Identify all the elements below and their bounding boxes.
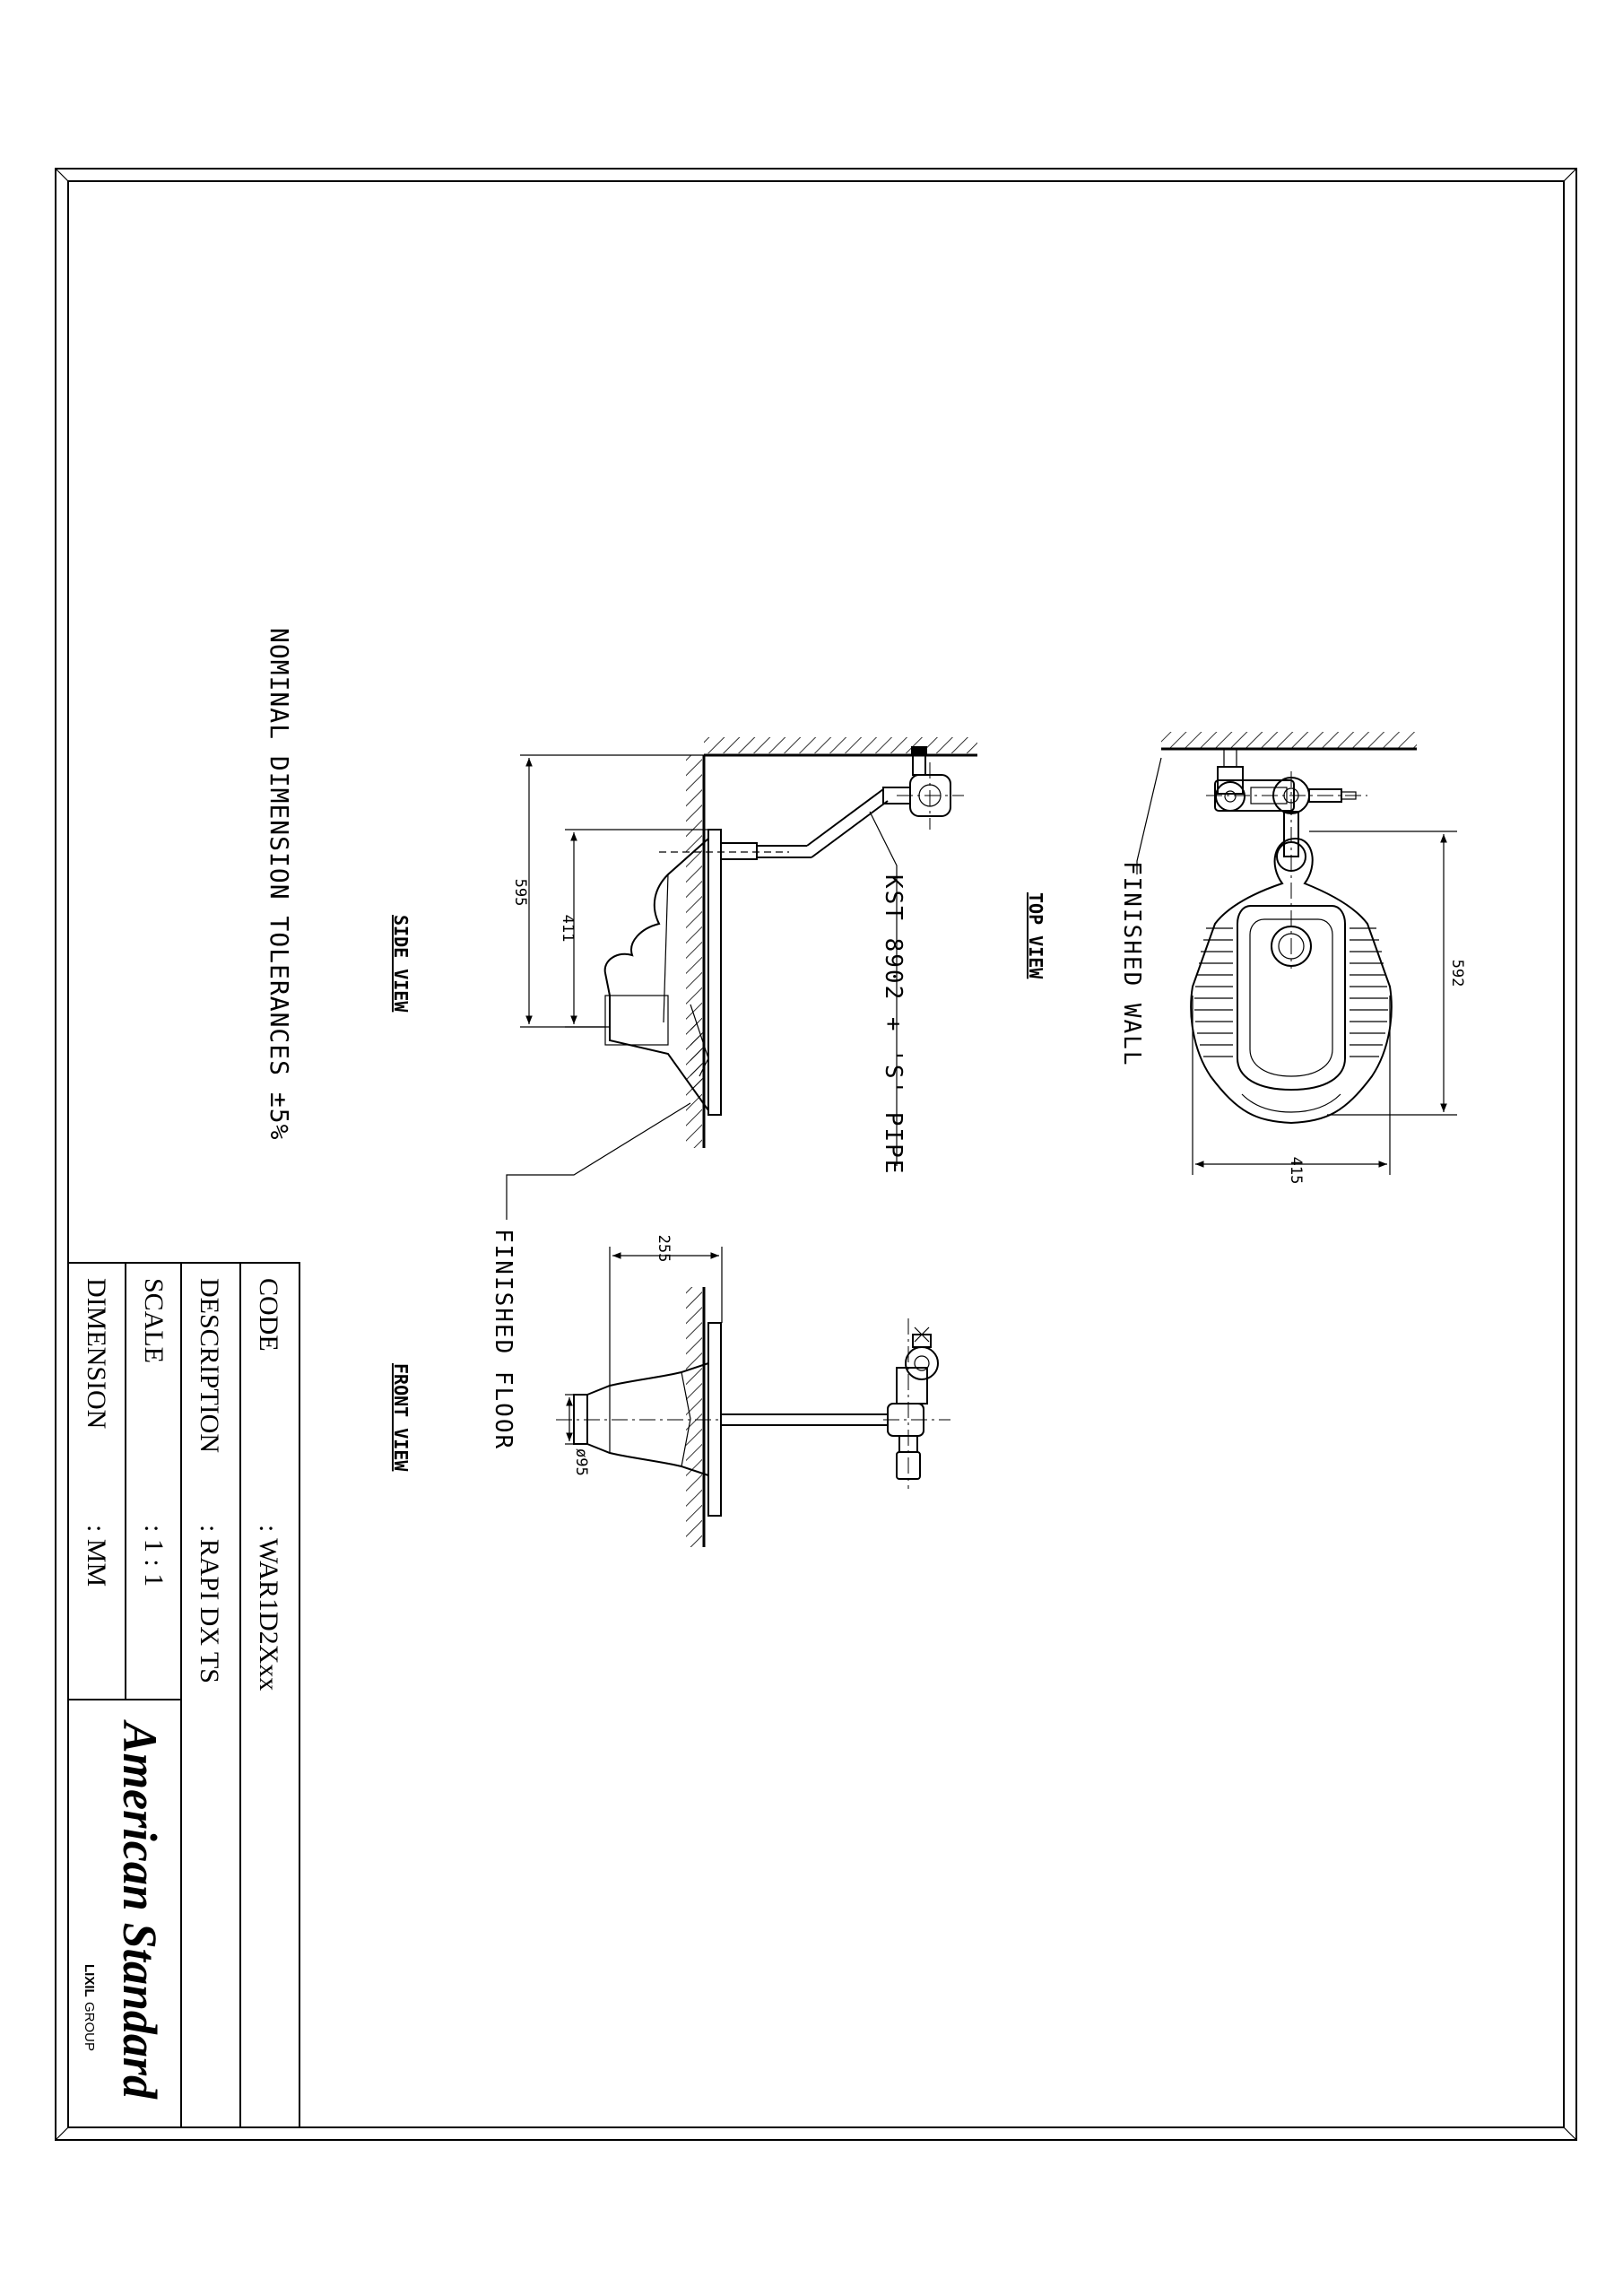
front-pan bbox=[556, 1322, 722, 1517]
dimension-label: DIMENSION bbox=[82, 1278, 111, 1429]
finished-wall-label: FINISHED WALL bbox=[1118, 861, 1145, 1067]
top-flush-valve bbox=[1206, 748, 1367, 969]
brand-group-prefix: LIXIL bbox=[82, 1964, 97, 1997]
front-view-title: FRONT VIEW bbox=[390, 1363, 412, 1472]
side-view: KST 8902 + 'S' PIPE 595 411 FINISHED FLO… bbox=[390, 737, 977, 1450]
description-value: : RAPI DX TS bbox=[195, 1525, 224, 1683]
side-wall-hatch bbox=[704, 737, 977, 753]
code-value: : WAR1D2Xxx bbox=[254, 1525, 283, 1691]
front-flush-pipe bbox=[721, 1318, 950, 1489]
top-view-title: TOP VIEW bbox=[1025, 892, 1046, 979]
front-dim-outlet: ø95 bbox=[565, 1394, 590, 1476]
finished-floor-label: FINISHED FLOOR bbox=[490, 1229, 516, 1450]
finished-wall-leader bbox=[1136, 757, 1162, 874]
top-width-value: 415 bbox=[1287, 1157, 1305, 1185]
brand-logo: American Standard LIXIL GROUP bbox=[82, 1719, 167, 2100]
dimension-value: : MM bbox=[82, 1525, 111, 1587]
code-label: CODE bbox=[254, 1278, 283, 1352]
title-block: CODE : WAR1D2Xxx DESCRIPTION : RAPI DX T… bbox=[67, 1262, 300, 2128]
finished-floor-leader bbox=[506, 1102, 691, 1220]
top-dim-length: 592 bbox=[1309, 831, 1466, 1116]
pipe-leader bbox=[869, 811, 898, 1166]
pipe-label: KST 8902 + 'S' PIPE bbox=[880, 874, 907, 1175]
side-height-value: 595 bbox=[511, 879, 529, 907]
top-wall-hatch bbox=[1161, 732, 1417, 748]
top-squat-pan bbox=[1190, 837, 1393, 1125]
front-view: 255 ø95 FRONT VIEW bbox=[390, 1235, 950, 1547]
top-view: 592 415 FINISHED WALL TOP VIEW bbox=[1025, 732, 1466, 1184]
brand-group: GROUP bbox=[82, 2002, 97, 2051]
side-pan bbox=[603, 829, 722, 1116]
side-view-title: SIDE VIEW bbox=[390, 915, 412, 1013]
top-dim-width: 415 bbox=[1192, 996, 1391, 1185]
front-outlet-value: ø95 bbox=[572, 1448, 590, 1476]
scale-value: : 1 : 1 bbox=[139, 1525, 169, 1587]
front-dim-depth: 255 bbox=[609, 1235, 723, 1386]
side-inner-value: 411 bbox=[559, 915, 577, 943]
top-length-value: 592 bbox=[1448, 960, 1466, 987]
front-depth-value: 255 bbox=[655, 1235, 673, 1263]
sheet-border bbox=[55, 168, 1577, 2141]
tolerance-note: NOMINAL DIMENSION TOLERANCES ±5% bbox=[265, 628, 294, 1140]
brand-name: American Standard bbox=[113, 1719, 167, 2100]
side-dim-height: 595 bbox=[511, 754, 708, 1028]
side-dim-inner: 411 bbox=[559, 829, 708, 1028]
front-floor-hatch bbox=[686, 1287, 702, 1547]
scale-label: SCALE bbox=[139, 1278, 169, 1363]
side-flush-pipe bbox=[659, 746, 964, 860]
description-label: DESCRIPTION bbox=[195, 1278, 224, 1453]
